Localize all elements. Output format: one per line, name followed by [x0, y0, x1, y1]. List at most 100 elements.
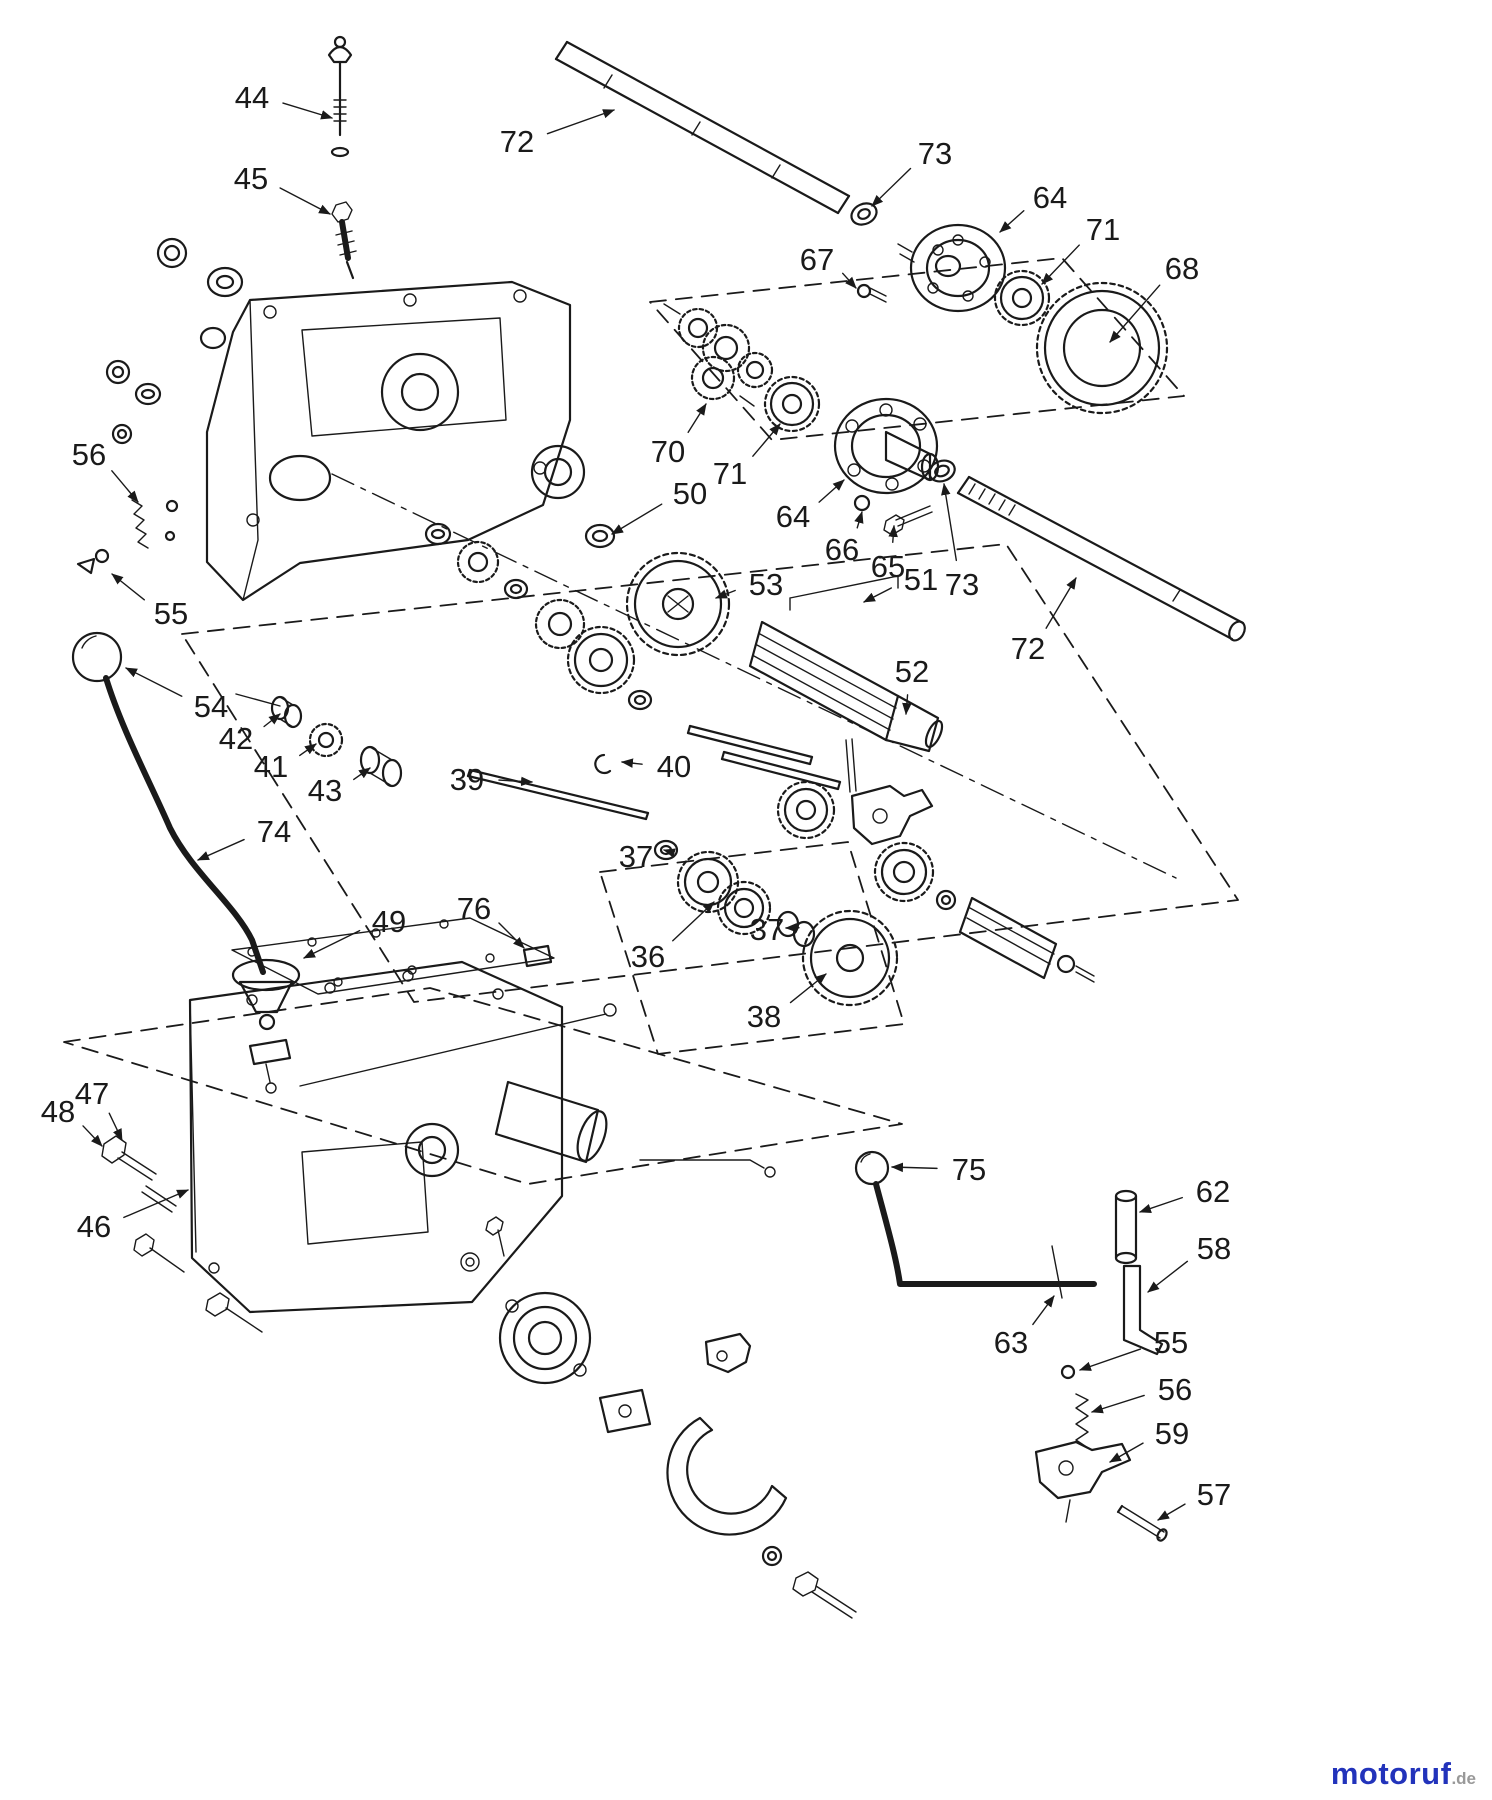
- leader-line-64: [999, 210, 1025, 233]
- part-label-45: 45: [234, 161, 268, 196]
- phantom-boundaries: [63, 257, 1239, 1185]
- part-label-50: 50: [673, 476, 707, 511]
- part-label-73: 73: [945, 567, 979, 602]
- leader-line-75: [891, 1162, 938, 1173]
- part-label-74: 74: [257, 814, 291, 849]
- cluster-gears-70: [663, 303, 774, 407]
- shift-rails-and-fork: [686, 724, 934, 846]
- part-label-52: 52: [895, 654, 929, 689]
- output-bearing-brake: [460, 1216, 857, 1619]
- part-label-53: 53: [749, 567, 783, 602]
- leader-line-71: [1041, 244, 1080, 285]
- parts-41-42-43: [235, 693, 403, 788]
- part-label-75: 75: [952, 1152, 986, 1187]
- clip-40: [594, 753, 612, 775]
- leader-line-55: [1079, 1348, 1142, 1371]
- watermark-brand: motoruf: [1330, 1756, 1452, 1791]
- part-label-65: 65: [871, 549, 905, 584]
- diff-carrier-64-mid: [833, 397, 940, 495]
- spring-56-left: [131, 499, 179, 549]
- diff-carrier-64-upper: [897, 223, 1007, 313]
- input-shaft-72-upper: [554, 40, 851, 215]
- part-label-44: 44: [235, 80, 269, 115]
- part-label-73: 73: [918, 136, 952, 171]
- part-label-56: 56: [72, 437, 106, 472]
- leader-line-68: [1109, 284, 1161, 343]
- part-label-40: 40: [657, 749, 691, 784]
- part-label-67: 67: [800, 242, 834, 277]
- part-label-43: 43: [308, 773, 342, 808]
- gear-cluster-36-38: [653, 839, 1095, 1007]
- part-label-76: 76: [457, 891, 491, 926]
- thrust-washer-73-upper: [850, 202, 878, 226]
- part-label-36: 36: [631, 939, 665, 974]
- bolts-47-48: [101, 1135, 263, 1333]
- watermark: motoruf.de: [1331, 1756, 1476, 1792]
- bolt-67: [856, 283, 887, 303]
- housing-bushings: [105, 237, 244, 445]
- leader-line-38: [789, 973, 827, 1004]
- leader-line-70: [687, 403, 707, 434]
- leader-line-45: [279, 187, 331, 215]
- leader-line-62: [1139, 1196, 1183, 1213]
- leader-line-66: [854, 511, 864, 529]
- leader-line-39: [498, 776, 533, 787]
- part-label-68: 68: [1165, 251, 1199, 286]
- watermark-tld: .de: [1451, 1769, 1476, 1788]
- part-label-66: 66: [825, 532, 859, 567]
- thrust-washer-73-mid: [928, 459, 956, 483]
- shift-lever-74: [71, 631, 617, 1094]
- leader-line-67: [841, 272, 857, 289]
- leader-line-58: [1147, 1260, 1189, 1293]
- splined-shaft-51-52: [748, 575, 944, 753]
- part-label-39: 39: [450, 762, 484, 797]
- part-label-49: 49: [372, 904, 406, 939]
- part-label-41: 41: [254, 749, 288, 784]
- part-label-55: 55: [154, 596, 188, 631]
- brake-linkage: [854, 1150, 1168, 1542]
- part-label-70: 70: [651, 434, 685, 469]
- vent-dipstick-44: [327, 35, 353, 158]
- part-label-63: 63: [994, 1325, 1028, 1360]
- part-label-71: 71: [1086, 212, 1120, 247]
- part-label-48: 48: [41, 1094, 75, 1129]
- leader-line-50: [611, 503, 663, 535]
- part-label-42: 42: [219, 721, 253, 756]
- leader-line-63: [1032, 1295, 1055, 1326]
- part-label-38: 38: [747, 999, 781, 1034]
- gasket-49: [231, 917, 555, 995]
- leader-line-55: [111, 573, 146, 601]
- center-gear-train: [424, 522, 653, 711]
- leader-line-57: [1157, 1503, 1186, 1521]
- upper-housing: [205, 280, 586, 602]
- pinion-gear-71-upper: [993, 269, 1051, 327]
- leader-line-71: [752, 423, 781, 457]
- part-label-47: 47: [75, 1076, 109, 1111]
- bolt-65: [883, 505, 933, 536]
- leader-line-74: [197, 838, 245, 861]
- leader-line-72: [546, 109, 615, 135]
- spur-gear-53: [625, 551, 731, 657]
- leader-line-37: [663, 848, 676, 858]
- part-label-59: 59: [1155, 1416, 1189, 1451]
- leader-line-36: [672, 901, 715, 942]
- leader-line-54: [125, 667, 183, 697]
- leader-line-65: [888, 525, 898, 543]
- center-axis-line: [331, 473, 1177, 879]
- part-label-57: 57: [1197, 1477, 1231, 1512]
- leader-line-59: [1109, 1442, 1144, 1463]
- leader-line-40: [621, 758, 643, 768]
- part-label-55: 55: [1154, 1325, 1188, 1360]
- leader-line-53: [715, 589, 736, 599]
- leader-line-48: [82, 1125, 103, 1147]
- washer-66: [853, 494, 871, 512]
- leader-line-47: [108, 1112, 123, 1141]
- leader-line-72: [1045, 577, 1077, 629]
- leader-line-49: [303, 929, 361, 959]
- leader-line-46: [123, 1189, 189, 1219]
- small-parts-55-left: [76, 548, 110, 575]
- leader-line-42: [263, 713, 281, 728]
- part-label-37: 37: [619, 839, 653, 874]
